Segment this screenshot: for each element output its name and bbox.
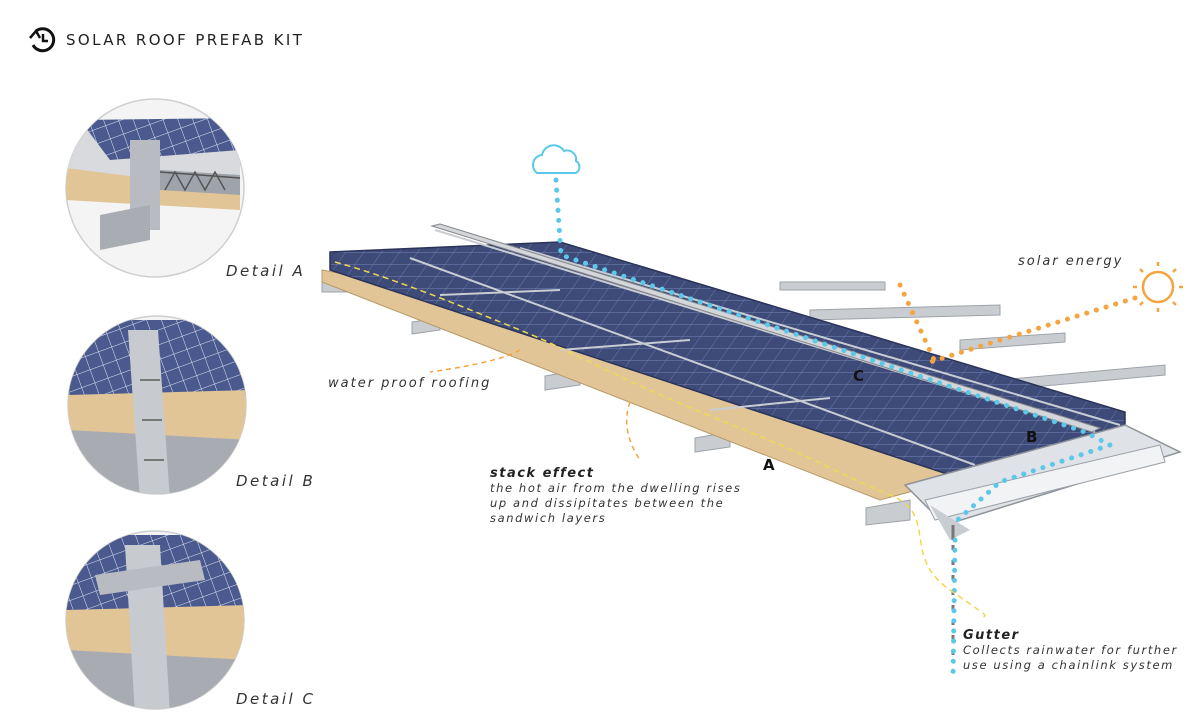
stack-effect-heading: stack effect — [490, 466, 595, 481]
cloud-icon — [531, 144, 581, 174]
gutter-channel — [903, 424, 1183, 540]
marker-b: B — [1026, 428, 1038, 446]
stack-effect-annotation: stack effect the hot air from the dwelli… — [490, 466, 741, 526]
detail-c-label: Detail C — [236, 690, 316, 708]
gutter-annotation: Gutter Collects rainwater for further us… — [963, 628, 1178, 673]
stack-effect-line-3: sandwich layers — [490, 511, 607, 525]
detail-b-image — [67, 315, 247, 495]
detail-a-image — [65, 98, 245, 278]
stack-effect-line-1: the hot air from the dwelling rises — [490, 481, 742, 495]
solar-energy-path — [897, 282, 1138, 365]
airflow-line — [334, 261, 986, 621]
sun-icon — [1133, 262, 1183, 312]
gutter-line-1: Collects rainwater for further — [963, 643, 1178, 657]
gutter-heading: Gutter — [963, 628, 1020, 643]
stack-effect-line-2: up and dissipitates between the — [490, 496, 725, 510]
page-header: SOLAR ROOF PREFAB KIT — [28, 26, 304, 54]
marker-c: C — [853, 367, 865, 385]
detail-a-label: Detail A — [226, 262, 306, 280]
detail-c-image — [65, 530, 245, 710]
clock-rewind-icon — [29, 27, 56, 53]
page-title: SOLAR ROOF PREFAB KIT — [66, 31, 305, 49]
gutter-line-2: use using a chainlink system — [963, 658, 1174, 672]
stack-effect-leader — [625, 401, 641, 461]
marker-a: A — [763, 456, 775, 474]
solar-energy-label: solar energy — [1018, 254, 1124, 269]
rainwater-path — [553, 177, 1117, 683]
water-proof-roofing-label: water proof roofing — [328, 376, 492, 391]
detail-b-label: Detail B — [236, 472, 316, 490]
